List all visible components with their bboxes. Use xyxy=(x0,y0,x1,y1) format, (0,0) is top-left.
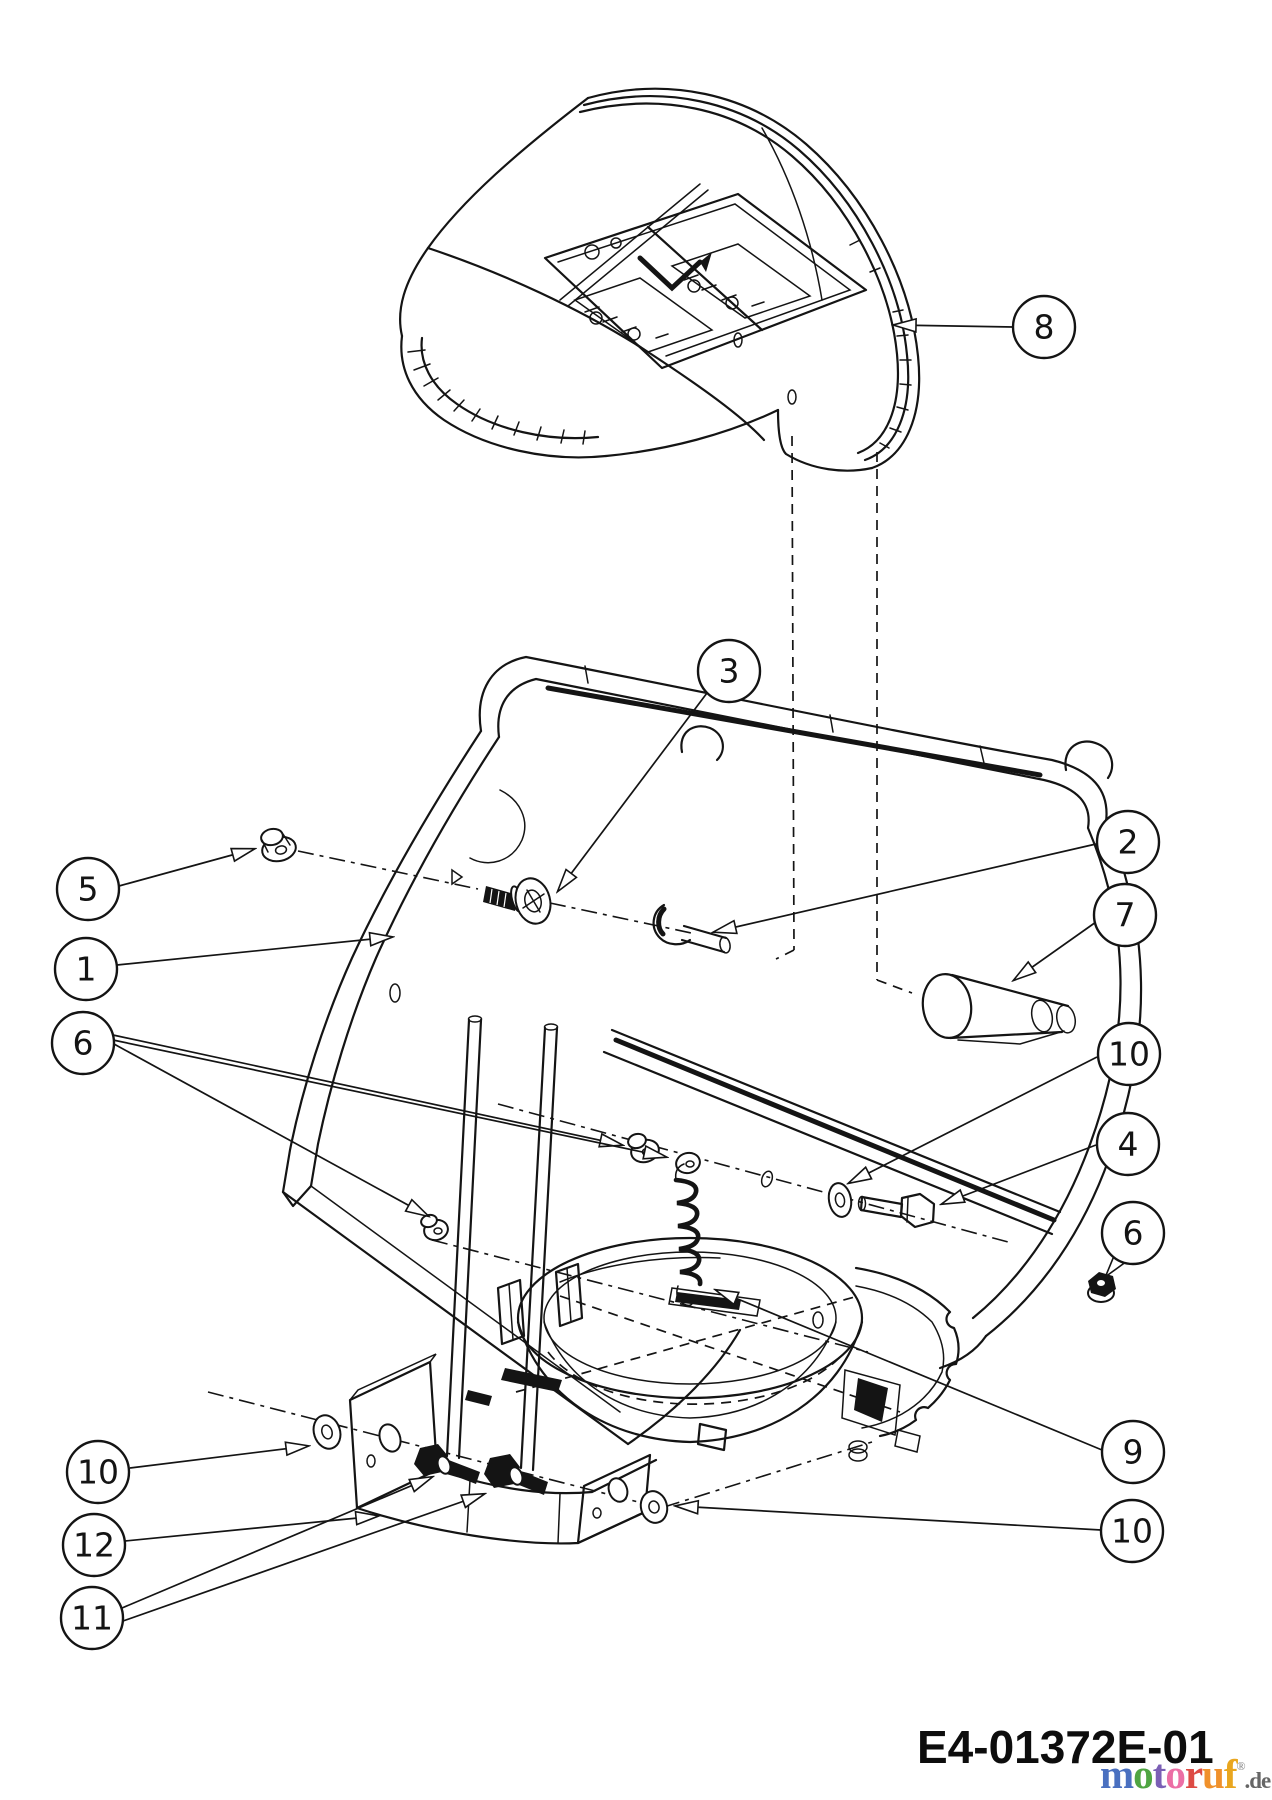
svg-text:10: 10 xyxy=(1108,1035,1150,1074)
svg-text:11: 11 xyxy=(71,1599,113,1638)
svg-text:5: 5 xyxy=(78,870,99,909)
svg-text:12: 12 xyxy=(73,1526,115,1565)
screw-3 xyxy=(483,877,552,925)
wm-letter-f: f xyxy=(1224,1751,1239,1797)
callout-6-right: 6 xyxy=(1100,1200,1166,1266)
deflector-hood xyxy=(398,87,921,472)
wm-letter-u: u xyxy=(1202,1751,1224,1797)
callout-11: 11 xyxy=(59,1585,125,1651)
wm-letter-m: m xyxy=(1100,1751,1134,1797)
svg-text:8: 8 xyxy=(1034,308,1055,347)
motoruf-watermark: motoruf®.de xyxy=(1100,1751,1271,1797)
spring-9 xyxy=(673,1163,703,1307)
wm-suffix: .de xyxy=(1244,1768,1271,1793)
callout-10-bottom-left: 10 xyxy=(65,1439,131,1505)
svg-text:3: 3 xyxy=(719,652,740,691)
svg-text:4: 4 xyxy=(1118,1125,1139,1164)
threaded-rod-left xyxy=(445,1015,483,1460)
flange-nut-6a xyxy=(627,1132,660,1164)
callout-10-right: 10 xyxy=(1096,1021,1162,1087)
rim-hatch xyxy=(407,239,912,449)
chute-ring-base xyxy=(465,1236,960,1462)
washer-10-right xyxy=(639,1490,669,1524)
threaded-rod-right xyxy=(519,1023,559,1472)
callout-12: 12 xyxy=(61,1512,127,1578)
wm-letter-o1: o xyxy=(1133,1751,1153,1797)
flange-nut-6b xyxy=(675,1151,701,1175)
callout-5: 5 xyxy=(55,856,121,922)
pivot-pin-2 xyxy=(652,903,731,954)
callout-8: 8 xyxy=(1011,294,1077,360)
callout-1: 1 xyxy=(53,936,119,1002)
callout-7: 7 xyxy=(1092,882,1158,948)
hex-screw-11a xyxy=(414,1444,480,1484)
svg-text:7: 7 xyxy=(1115,896,1136,935)
callout-9: 9 xyxy=(1100,1419,1166,1485)
svg-text:6: 6 xyxy=(1123,1214,1144,1253)
hex-screw-11b xyxy=(484,1454,548,1495)
svg-text:6: 6 xyxy=(73,1024,94,1063)
wm-letter-o2: o xyxy=(1165,1751,1185,1797)
svg-text:1: 1 xyxy=(76,950,97,989)
washer-10-frame xyxy=(827,1182,853,1218)
flange-nut-5 xyxy=(260,827,297,863)
callout-2: 2 xyxy=(1095,809,1161,875)
callout-10-bottom-right: 10 xyxy=(1099,1498,1165,1564)
mounting-bracket xyxy=(348,1353,658,1545)
assembly-axis-lines xyxy=(207,435,1009,1508)
wm-registered: ® xyxy=(1236,1759,1245,1773)
svg-text:2: 2 xyxy=(1118,823,1139,862)
svg-text:10: 10 xyxy=(77,1453,119,1492)
callouts: 8 3 2 7 5 1 6 10 4 6 9 10 12 11 10 xyxy=(50,294,1166,1651)
callout-3: 3 xyxy=(696,638,762,704)
wm-letter-r: r xyxy=(1185,1751,1203,1797)
flange-nut-6c xyxy=(420,1213,449,1242)
wm-letter-t: t xyxy=(1153,1751,1167,1797)
flange-nut-6-right xyxy=(1087,1272,1116,1303)
callout-6-left: 6 xyxy=(50,1010,116,1076)
chute-support-frame xyxy=(281,655,1143,1446)
leader-lines xyxy=(112,325,1121,1622)
svg-text:10: 10 xyxy=(1111,1512,1153,1551)
svg-text:9: 9 xyxy=(1123,1433,1144,1472)
drawing-code: E4-01372E-01 xyxy=(917,1721,1214,1773)
deflector-knob-7 xyxy=(921,973,1077,1045)
control-label-panel xyxy=(543,183,868,370)
callout-4: 4 xyxy=(1095,1111,1161,1177)
washer-10-left xyxy=(312,1414,342,1450)
hex-bolt-4 xyxy=(857,1192,936,1229)
